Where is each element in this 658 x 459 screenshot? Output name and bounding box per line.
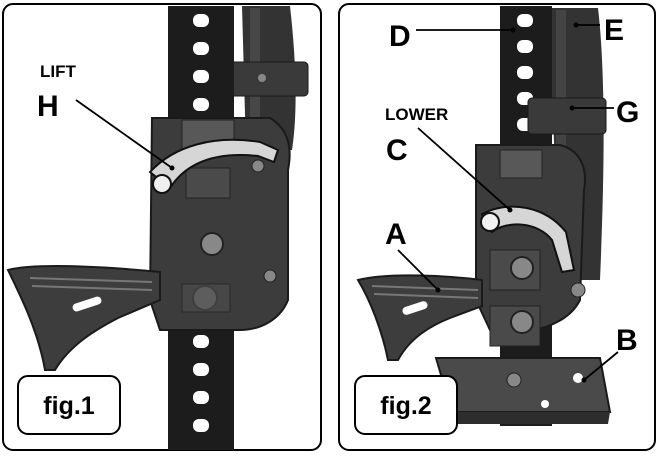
base-plate-fig2 [434,357,612,413]
bar-holes-fig1 [193,14,209,432]
foot-plate-fig1 [6,265,161,371]
handle-clip-fig2 [527,97,607,135]
reversing-latch-fig2 [480,205,576,274]
panel-fig1: LIFT H fig.1 [2,3,322,451]
panel-fig2: D E G LOWER C A B fig.2 [338,3,656,451]
caption-fig2: fig.2 [380,392,431,420]
caption-box-fig1 [17,375,121,435]
label-lower-word: LOWER [385,105,448,124]
label-B: B [616,324,638,357]
label-lift-letter: H [37,90,59,123]
caption-box-fig2 [354,375,458,435]
label-E: E [604,14,624,47]
leader-line-B [583,351,619,381]
label-A: A [385,218,407,251]
label-G: G [616,96,639,129]
label-C: C [386,134,408,167]
leader-line-H [75,99,173,169]
leader-line-A [397,249,439,291]
leader-line-C [417,127,511,211]
label-D: D [389,20,411,53]
label-lift-word: LIFT [40,62,76,81]
reversing-latch-fig1 [148,138,280,190]
caption-fig1: fig.1 [43,392,94,420]
